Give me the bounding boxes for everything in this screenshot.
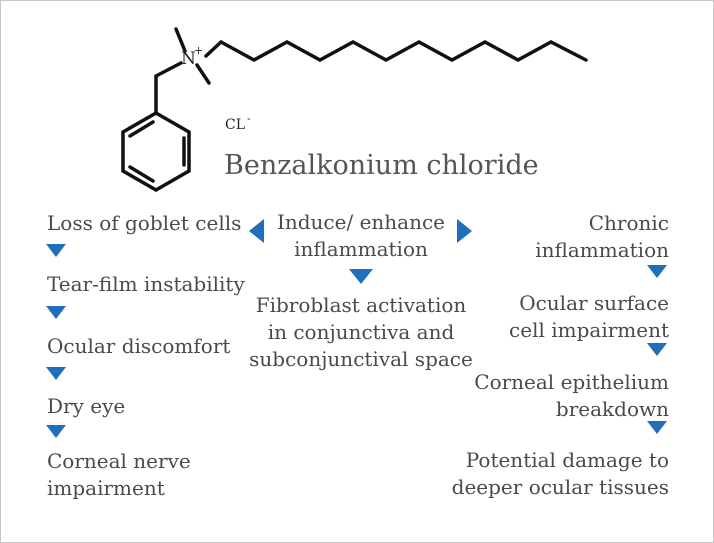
effect-line1: Fibroblast activation [255, 293, 467, 317]
arrow-right [457, 219, 472, 243]
deeper-line1: Potential damage to [465, 448, 669, 472]
chronic-line1: Chronic [588, 211, 669, 235]
ring-inner-bond [128, 165, 155, 183]
left-step-dry-eye: Dry eye [47, 394, 126, 418]
left-step-discomfort: Ocular discomfort [47, 334, 231, 358]
right-step-surface: Ocular surface cell impairment [449, 290, 669, 344]
compound-title: Benzalkonium chloride [224, 150, 539, 181]
nitrogen-atom: N [181, 49, 196, 69]
effect-line3: subconjunctival space [249, 347, 473, 371]
epithelium-line2: breakdown [555, 397, 669, 421]
nerve-line1: Corneal nerve [47, 449, 191, 473]
chronic-line2: inflammation [535, 238, 669, 262]
benzene-ring [121, 110, 191, 193]
surface-line2: cell impairment [509, 318, 669, 342]
epithelium-line1: Corneal epithelium [474, 370, 669, 394]
arrow-left [249, 219, 264, 243]
right-step-chronic: Chronic inflammation [469, 210, 669, 264]
left-step-nerve: Corneal nerve impairment [47, 448, 191, 502]
arrow-down-center [349, 269, 373, 284]
nerve-line2: impairment [47, 476, 165, 500]
methyl-bond [174, 27, 187, 53]
arrow-down-left-3 [46, 367, 66, 380]
effect-line2: in conjunctiva and [267, 320, 455, 344]
arrow-down-left-1 [46, 244, 66, 257]
right-step-epithelium: Corneal epithelium breakdown [449, 369, 669, 423]
alkyl-chain [204, 39, 588, 62]
center-inflammation: Induce/ enhance inflammation [271, 209, 451, 263]
arrow-down-left-4 [46, 425, 66, 438]
benzyl-bond [154, 61, 183, 115]
right-step-deeper: Potential damage to deeper ocular tissue… [449, 447, 669, 501]
arrow-down-left-2 [46, 306, 66, 319]
arrow-down-right-2 [647, 343, 667, 356]
left-step-tear-film: Tear-film instability [47, 272, 245, 296]
left-step-goblet: Loss of goblet cells [47, 211, 242, 235]
arrow-down-right-3 [647, 421, 667, 434]
surface-line1: Ocular surface [519, 291, 669, 315]
arrow-down-right-1 [647, 265, 667, 278]
benzalkonium-structure: N + CL - [121, 27, 588, 193]
counter-ion-charge: - [247, 112, 251, 125]
methyl-bond [195, 63, 211, 85]
ring-inner-bond [128, 120, 155, 138]
fibroblast-activation: Fibroblast activation in conjunctiva and… [246, 292, 476, 373]
nitrogen-charge: + [194, 44, 203, 57]
counter-ion: CL [225, 117, 245, 133]
center-line1: Induce/ enhance [276, 210, 446, 234]
deeper-line2: deeper ocular tissues [451, 475, 669, 499]
center-line2: inflammation [294, 237, 428, 261]
